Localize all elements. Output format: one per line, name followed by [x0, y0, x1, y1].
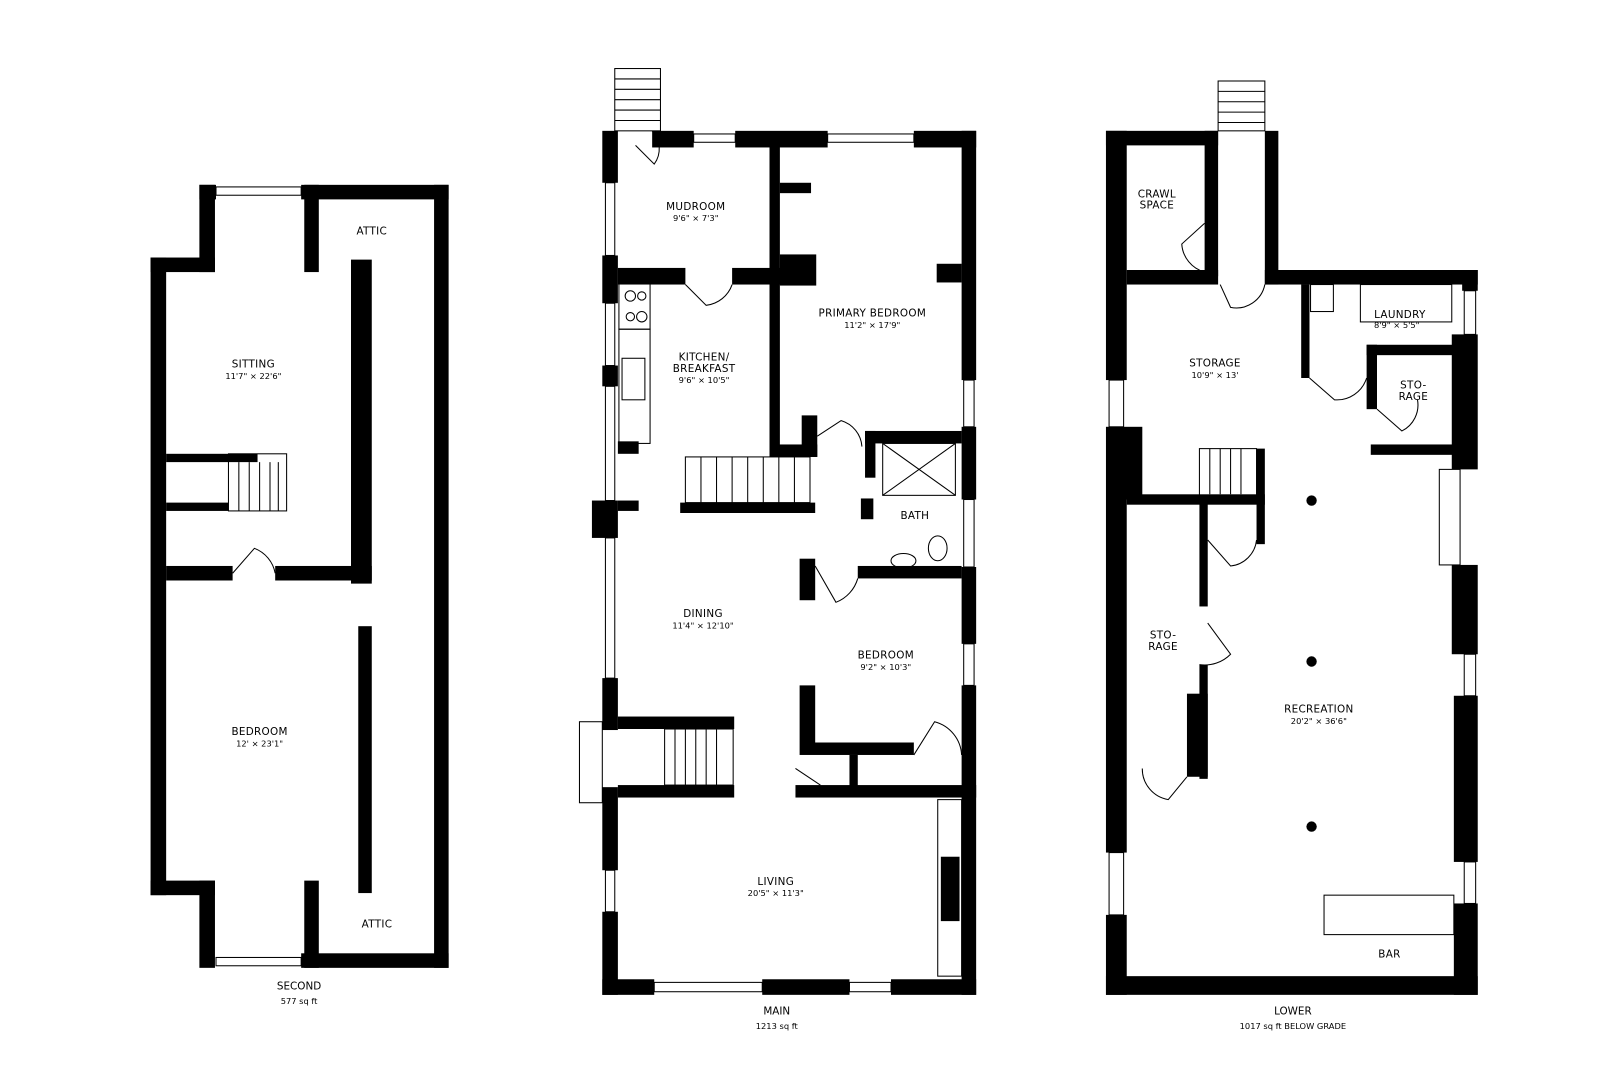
second-floor-stairs [227, 453, 288, 512]
room-dimensions: 11'2" × 17'9" [844, 320, 900, 330]
room-label: BATH [900, 510, 929, 522]
room-label: LAUNDRY [1374, 309, 1426, 321]
room-label: RECREATION [1284, 703, 1354, 715]
room-label: MUDROOM [666, 201, 725, 213]
room-label: SITTING [232, 359, 275, 371]
floor-area: 577 sq ft [281, 996, 318, 1006]
room-label: ATTIC [362, 918, 393, 930]
room-label: KITCHEN/ [679, 351, 730, 363]
room-dimensions: 11'7" × 22'6" [225, 371, 281, 381]
floor-name: SECOND [277, 981, 321, 993]
room-dimensions: 20'5" × 11'3" [748, 888, 804, 898]
room-dimensions: 8'9" × 5'5" [1374, 320, 1420, 330]
room-dimensions: 9'6" × 10'5" [679, 375, 730, 385]
room-label: ATTIC [356, 226, 387, 238]
column [1306, 821, 1317, 832]
room-label: BAR [1378, 948, 1400, 960]
room-label: BEDROOM [231, 726, 287, 738]
room-label: STO- [1150, 630, 1176, 642]
lower-floor-plan: CRAWL SPACE LAUNDRY 8'9" × 5'5" STORAGE … [1105, 80, 1478, 1031]
room-label: RAGE [1148, 641, 1178, 653]
room-dimensions: 9'2" × 10'3" [860, 662, 911, 672]
floor-name: MAIN [763, 1006, 790, 1018]
lower-floor-fixtures [1141, 80, 1455, 936]
lower-floor-walls [1105, 130, 1478, 995]
room-label: STORAGE [1189, 358, 1241, 370]
room-label: DINING [683, 608, 723, 620]
main-floor-plan: MUDROOM 9'6" × 7'3" PRIMARY BEDROOM 11'2… [578, 68, 977, 1031]
room-dimensions: 20'2" × 36'6" [1291, 716, 1347, 726]
room-label: CRAWL [1138, 188, 1176, 200]
second-floor-walls [150, 184, 449, 968]
floor-name: LOWER [1274, 1006, 1312, 1018]
column [1306, 495, 1317, 506]
room-label: PRIMARY BEDROOM [819, 308, 927, 320]
column [1306, 656, 1317, 667]
main-floor-fixtures [578, 68, 963, 977]
room-label: RAGE [1399, 391, 1429, 403]
floor-area: 1017 sq ft BELOW GRADE [1240, 1021, 1346, 1031]
second-floor-plan: ATTIC SITTING 11'7" × 22'6" BEDROOM 12' … [150, 184, 449, 1006]
room-dimensions: 11'4" × 12'10" [672, 620, 734, 630]
room-label: BREAKFAST [673, 363, 736, 375]
floor-area: 1213 sq ft [756, 1021, 799, 1031]
room-label: SPACE [1140, 200, 1174, 212]
room-label: STO- [1400, 379, 1426, 391]
room-label: LIVING [757, 876, 794, 888]
room-dimensions: 10'9" × 13' [1192, 370, 1239, 380]
room-dimensions: 9'6" × 7'3" [673, 213, 719, 223]
room-dimensions: 12' × 23'1" [236, 739, 283, 749]
main-floor-walls [591, 130, 977, 995]
room-label: BEDROOM [858, 649, 914, 661]
door [232, 547, 276, 574]
